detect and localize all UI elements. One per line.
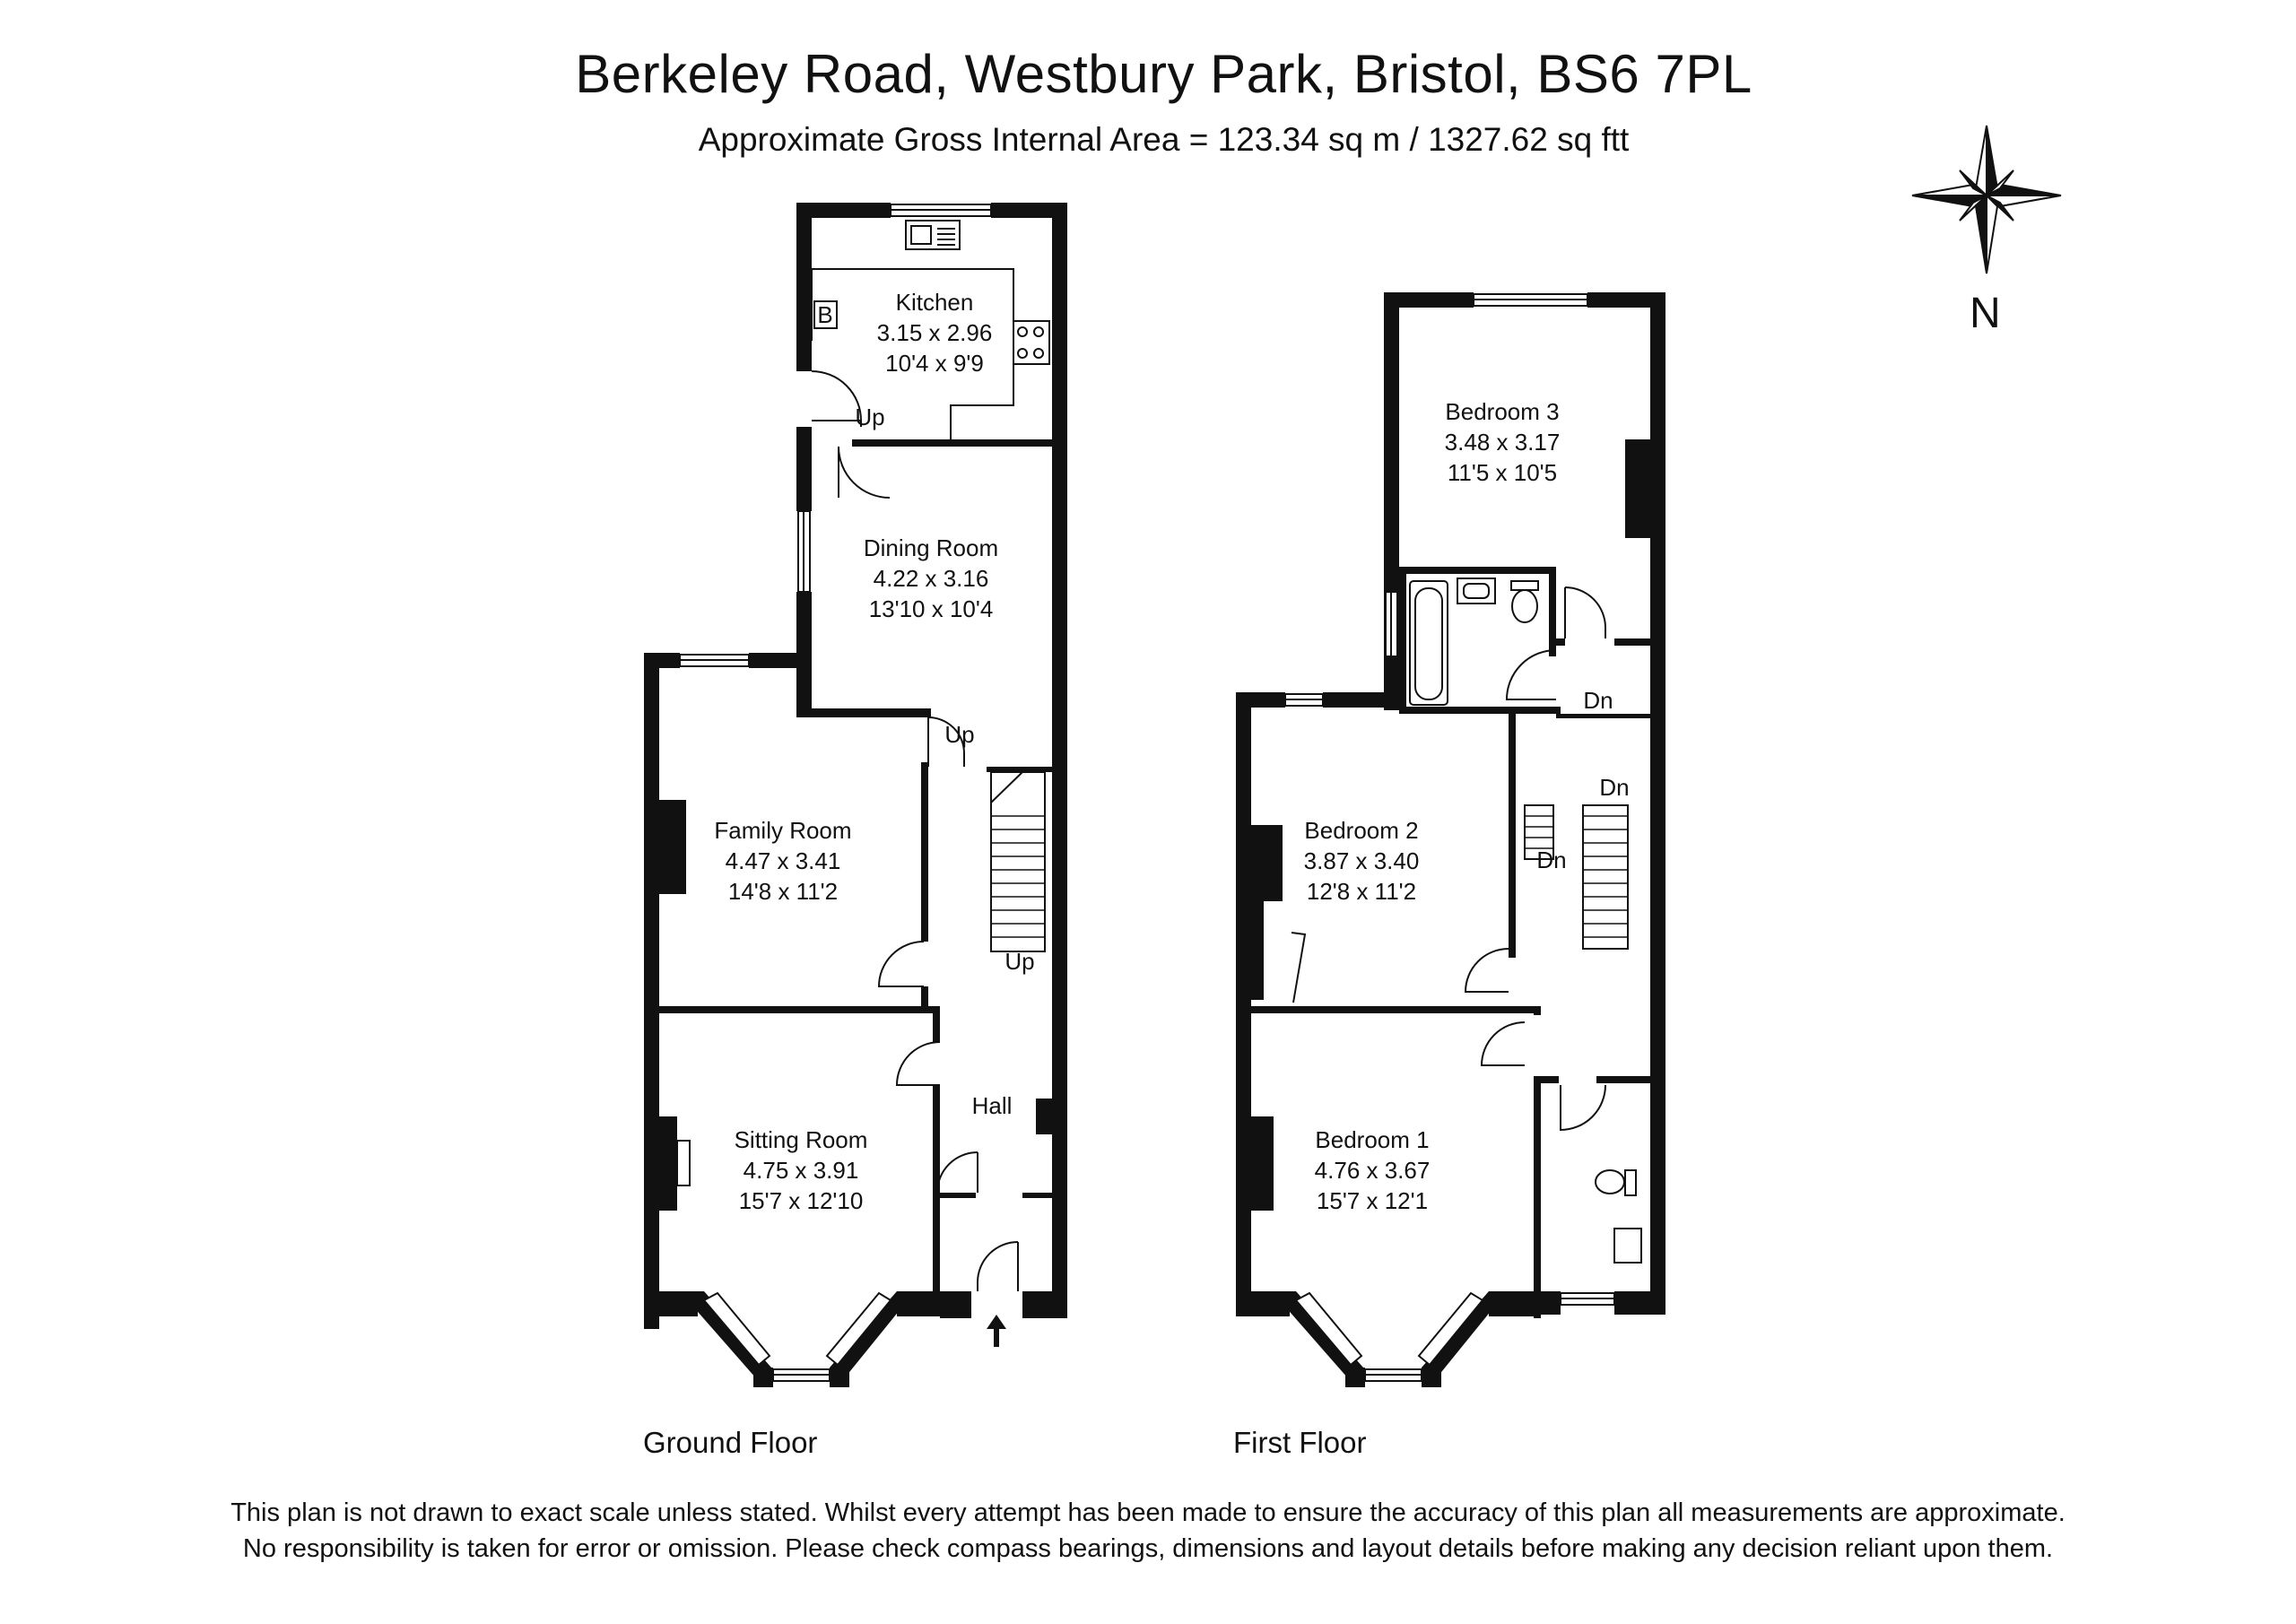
ground-floor-label: Ground Floor	[643, 1426, 818, 1459]
ground-floor-fixtures	[676, 220, 1050, 1291]
bedroom1-name: Bedroom 1	[1315, 1126, 1429, 1153]
first-stair-treads	[1525, 815, 1628, 938]
sitting-name: Sitting Room	[735, 1126, 868, 1153]
hall-name: Hall	[972, 1092, 1013, 1119]
compass-north-label: N	[1970, 290, 2001, 337]
compass-star-icon	[1911, 125, 2062, 274]
kitchen-name: Kitchen	[896, 289, 974, 316]
bedroom3-name: Bedroom 3	[1445, 398, 1559, 425]
sitting-imperial: 15'7 x 12'10	[739, 1187, 864, 1214]
dining-name: Dining Room	[864, 534, 998, 561]
disclaimer-line-1: This plan is not drawn to exact scale un…	[230, 1498, 2066, 1527]
dining-imperial: 13'10 x 10'4	[869, 595, 994, 622]
ground-floor-walls	[644, 203, 1067, 1387]
sitting-metric: 4.75 x 3.91	[744, 1157, 859, 1184]
plan-title: Berkeley Road, Westbury Park, Bristol, B…	[575, 44, 1752, 104]
bedroom2-name: Bedroom 2	[1304, 817, 1418, 844]
family-metric: 4.47 x 3.41	[726, 847, 841, 874]
up-marker-kitchen: Up	[855, 404, 884, 430]
first-floor-fixtures	[1291, 578, 1642, 1264]
family-imperial: 14'8 x 11'2	[728, 878, 838, 905]
bedroom1-metric: 4.76 x 3.67	[1315, 1157, 1431, 1184]
entrance-arrow-icon	[987, 1315, 1006, 1347]
disclaimer: This plan is not drawn to exact scale un…	[0, 1495, 2296, 1567]
bedroom3-metric: 3.48 x 3.17	[1445, 429, 1561, 456]
first-floor-windows	[1284, 293, 1615, 1382]
boiler-marker: B	[817, 301, 832, 328]
dn-marker-3: Dn	[1536, 847, 1566, 873]
dn-marker-2: Dn	[1599, 774, 1629, 801]
bedroom2-imperial: 12'8 x 11'2	[1307, 878, 1416, 905]
gross-area: Approximate Gross Internal Area = 123.34…	[698, 121, 1630, 158]
first-floor-walls	[1236, 292, 1665, 1387]
ground-floor-windows	[679, 204, 992, 1382]
disclaimer-line-2: No responsibility is taken for error or …	[242, 1534, 2054, 1563]
dining-metric: 4.22 x 3.16	[874, 565, 989, 592]
up-marker-stairs: Up	[1004, 948, 1034, 975]
kitchen-imperial: 10'4 x 9'9	[885, 350, 984, 377]
ground-stair-treads	[991, 815, 1045, 938]
up-marker-dining: Up	[944, 721, 974, 748]
first-floor-label: First Floor	[1233, 1426, 1367, 1459]
dn-marker-1: Dn	[1583, 687, 1613, 714]
family-name: Family Room	[714, 817, 851, 844]
bedroom2-metric: 3.87 x 3.40	[1304, 847, 1420, 874]
bedroom3-imperial: 11'5 x 10'5	[1448, 459, 1557, 486]
kitchen-metric: 3.15 x 2.96	[877, 319, 993, 346]
bedroom1-imperial: 15'7 x 12'1	[1317, 1187, 1428, 1214]
